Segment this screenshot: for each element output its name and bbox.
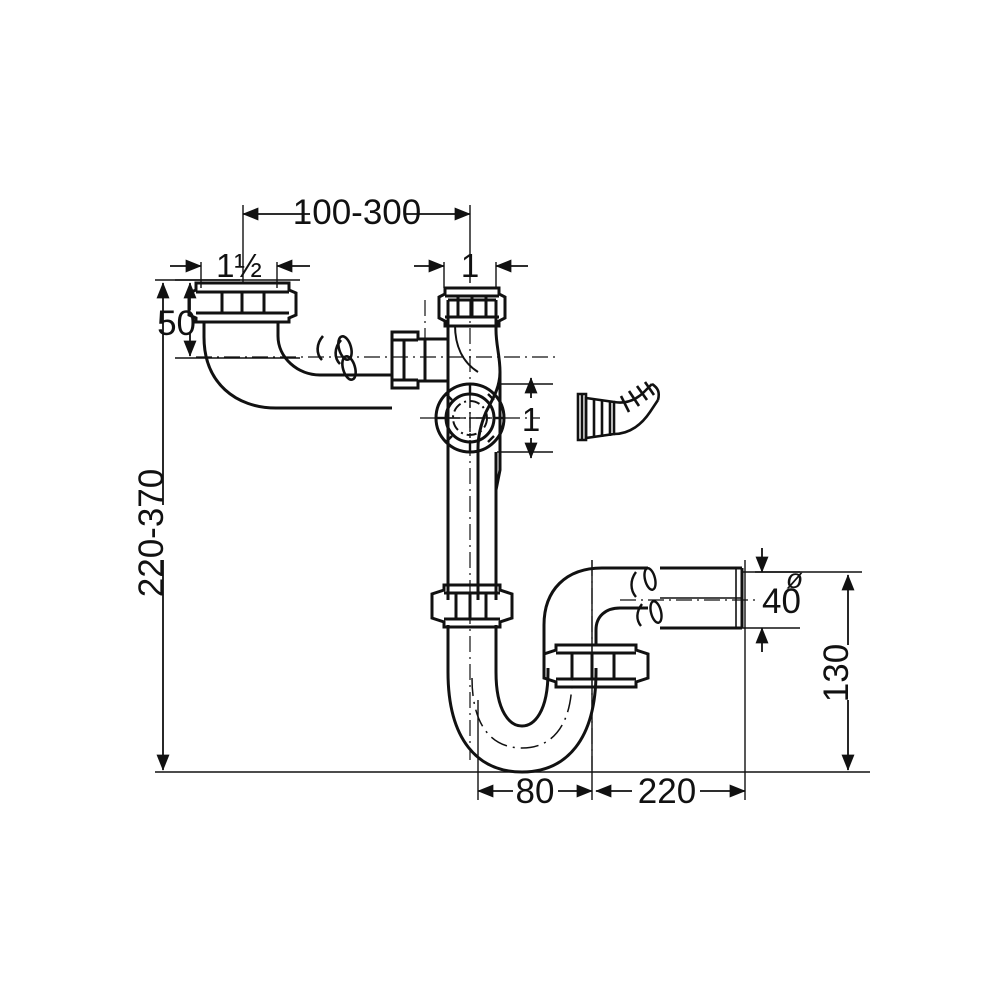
inlet-flange-nut — [187, 281, 298, 324]
branch-blanking-cap — [434, 382, 506, 454]
dim-outlet-diameter: 40 — [762, 582, 801, 621]
diameter-symbol-icon: ø — [786, 563, 803, 594]
dim-100-300: 100-300 — [293, 193, 421, 232]
vertical-downpipe — [446, 452, 498, 672]
dim-outlet-height: 130 — [817, 644, 856, 702]
outlet-pipe — [630, 566, 744, 630]
horizontal-inlet-pipe — [316, 335, 392, 410]
tee-top-coupling-nut — [437, 286, 507, 328]
trap-riser-elbow — [542, 566, 648, 654]
p-trap-u-bend — [446, 668, 598, 774]
dim-inlet-drop: 50 — [157, 304, 196, 343]
extension-lines — [155, 205, 870, 800]
inlet-elbow-pipe — [202, 322, 330, 410]
downpipe-coupling-nut — [430, 583, 514, 629]
hose-barb-elbow-connector — [576, 381, 661, 442]
dim-total-height: 220-370 — [132, 469, 171, 597]
dim-tee-thread: 1 — [461, 247, 479, 284]
dim-outlet-run: 220 — [638, 772, 696, 811]
union-coupling-nut — [390, 330, 427, 390]
dim-branch-thread: 1 — [522, 401, 540, 438]
dimension-labels: 100-300 1½ 1 50 1 220-370 40 ø 130 80 22… — [132, 193, 856, 811]
dim-trap-width: 80 — [516, 772, 555, 811]
dim-inlet-thread: 1½ — [216, 247, 262, 284]
